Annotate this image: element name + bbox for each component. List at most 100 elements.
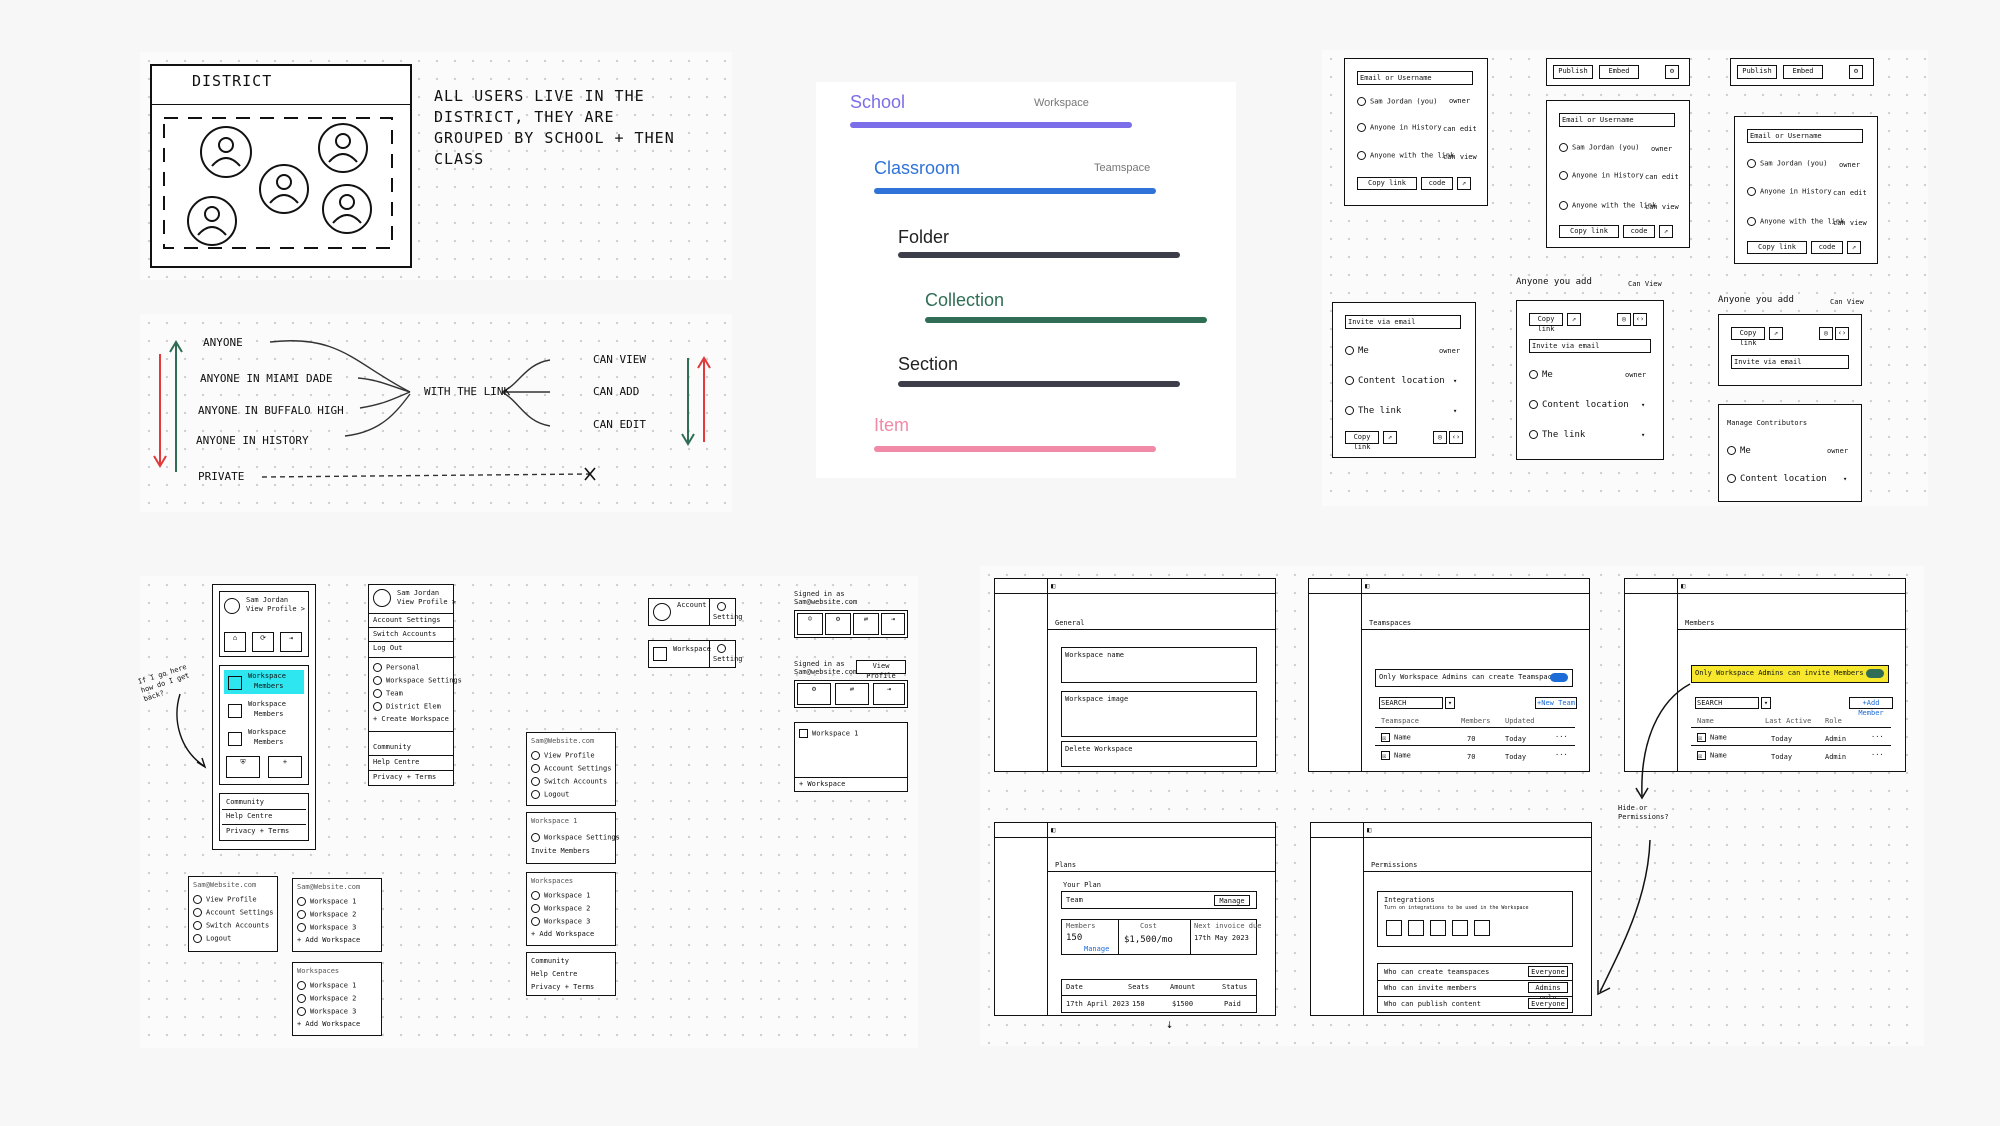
chevron-down-icon[interactable]: ▾ [1453,377,1458,385]
workspace-image-field[interactable]: Workspace image [1061,691,1257,737]
new-team-button[interactable]: +New Team [1535,697,1577,709]
email-input[interactable]: Email or Username [1357,71,1473,85]
share-icon[interactable]: ⇗ [1847,241,1861,254]
settings-icon[interactable]: ⚙ [1849,65,1863,79]
integration-tile[interactable] [1452,920,1468,936]
settings-icon[interactable]: ⚙ [797,683,831,705]
settings-icon[interactable]: ⚙ [825,613,851,635]
view-profile-icon[interactable]: ☺ [797,613,823,635]
code-button[interactable]: code [1421,177,1453,190]
sidebar-toggle-icon[interactable]: ◧ [1681,582,1686,590]
sidebar-toggle-icon[interactable]: ◧ [1051,582,1056,590]
delete-workspace-button[interactable]: Delete Workspace [1061,741,1257,767]
table-row[interactable]: ☒Name [1381,751,1411,760]
avatar [1357,97,1366,106]
avatar [373,589,391,607]
sidebar-toggle-icon[interactable]: ◧ [1365,582,1370,590]
share-icon[interactable]: ⇗ [1383,431,1397,444]
sidebar-toggle-icon[interactable]: ◧ [1367,826,1372,834]
globe-icon[interactable]: ◎ [1617,313,1631,326]
copy-link-button[interactable]: Copy link [1731,327,1765,347]
copy-link-button[interactable]: Copy link [1357,177,1417,190]
sync-icon[interactable]: ⟳ [252,632,274,652]
switch-icon[interactable]: ⇄ [835,683,869,705]
more-icon[interactable]: ··· [1555,751,1568,759]
logout-icon[interactable]: ⇥ [280,632,302,652]
integration-tile[interactable] [1408,920,1424,936]
permission-select[interactable]: Everyone [1528,998,1568,1009]
invite-email-input[interactable]: Invite via email [1345,315,1461,329]
embed-button[interactable]: Embed [1599,65,1639,79]
chevron-down-icon[interactable]: ▾ [1843,475,1848,483]
add-workspace-icon[interactable]: + [268,756,302,778]
publish-button[interactable]: Publish [1553,65,1593,79]
share-icon[interactable]: ⇗ [1659,225,1673,238]
globe-icon[interactable]: ◎ [1433,431,1447,444]
hierarchy-school-label: School [850,92,906,112]
integration-tile[interactable] [1386,920,1402,936]
invite-email-input[interactable]: Invite via email [1731,355,1849,369]
sidebar-toggle-icon[interactable]: ◧ [1051,826,1056,834]
more-icon[interactable]: ··· [1871,733,1884,741]
integrations-panel: Integrations Turn on integrations to be … [1377,891,1573,947]
code-icon[interactable]: ‹› [1835,327,1849,340]
permission-select[interactable]: Admins only [1528,982,1568,1002]
side-note-arrow [176,693,207,769]
workspace-name-field[interactable]: Workspace name [1061,647,1257,683]
manage-plan-button[interactable]: Manage [1214,895,1250,906]
logout-icon[interactable]: ⇥ [881,613,905,635]
code-button[interactable]: code [1811,241,1843,254]
code-icon[interactable]: ‹› [1449,431,1463,444]
hierarchy-classroom-sub: Teamspace [1094,162,1151,174]
search-input[interactable]: SEARCH [1379,697,1443,709]
workspace-pill-sketch[interactable]: Workspace Setting [648,640,743,668]
add-member-button[interactable]: +Add Member [1849,697,1893,717]
code-button[interactable]: code [1623,225,1655,238]
copy-link-button[interactable]: Copy link [1345,431,1379,451]
code-icon[interactable]: ‹› [1633,313,1647,326]
hierarchy-item-bar [874,446,1156,452]
chevron-down-icon[interactable]: ▾ [1641,401,1646,409]
table-row[interactable]: ☒Name [1697,751,1727,760]
embed-button[interactable]: Embed [1783,65,1823,79]
copy-link-button[interactable]: Copy link [1559,225,1619,238]
settings-icon[interactable]: ⚙ [1665,65,1679,79]
email-input[interactable]: Email or Username [1747,129,1863,143]
hierarchy-folder-label: Folder [898,227,950,247]
account-pill-sketch[interactable]: Account Setting [648,598,743,626]
share-icon[interactable]: ⇗ [1567,313,1581,326]
chevron-down-icon[interactable]: ▾ [1641,431,1646,439]
view-profile-button[interactable]: View Profile [856,660,906,680]
copy-link-button[interactable]: Copy link [1747,241,1807,254]
toggle-switch[interactable] [1550,673,1568,682]
toggle-switch[interactable] [1866,669,1884,678]
integration-tile[interactable] [1474,920,1490,936]
email-input[interactable]: Email or Username [1559,113,1675,127]
workspace-list-sketch: Sam@Website.com Workspace 1 Workspace 2 … [292,878,382,952]
filter-icon[interactable]: ▾ [1445,697,1455,709]
share-icon[interactable]: ⇗ [1769,327,1783,340]
more-icon[interactable]: ··· [1555,733,1568,741]
table-row[interactable]: ☒Name [1697,733,1727,742]
permission-select[interactable]: Everyone [1528,966,1568,977]
globe-icon[interactable]: ◎ [1819,327,1833,340]
more-icon[interactable]: ··· [1871,751,1884,759]
table-row[interactable]: ☒Name [1381,733,1411,742]
copy-link-button[interactable]: Copy link [1529,313,1563,333]
chevron-down-icon[interactable]: ▾ [1453,407,1458,415]
invite-email-input[interactable]: Invite via email [1529,339,1651,353]
switch-icon[interactable]: ⇄ [853,613,879,635]
integration-tile[interactable] [1430,920,1446,936]
filter-icon[interactable]: ▾ [1761,697,1771,709]
search-input[interactable]: SEARCH [1695,697,1759,709]
home-icon[interactable]: ⌂ [224,632,246,652]
settings-plans-sketch: ◧ Plans Your Plan Team Manage Members 15… [994,822,1276,1016]
shield-icon[interactable]: ⛨ [226,756,260,778]
perm-can-edit: CAN EDIT [593,418,646,431]
logout-icon[interactable]: ⇥ [873,683,905,705]
publish-button[interactable]: Publish [1737,65,1777,79]
share-icon[interactable]: ⇗ [1457,177,1471,190]
